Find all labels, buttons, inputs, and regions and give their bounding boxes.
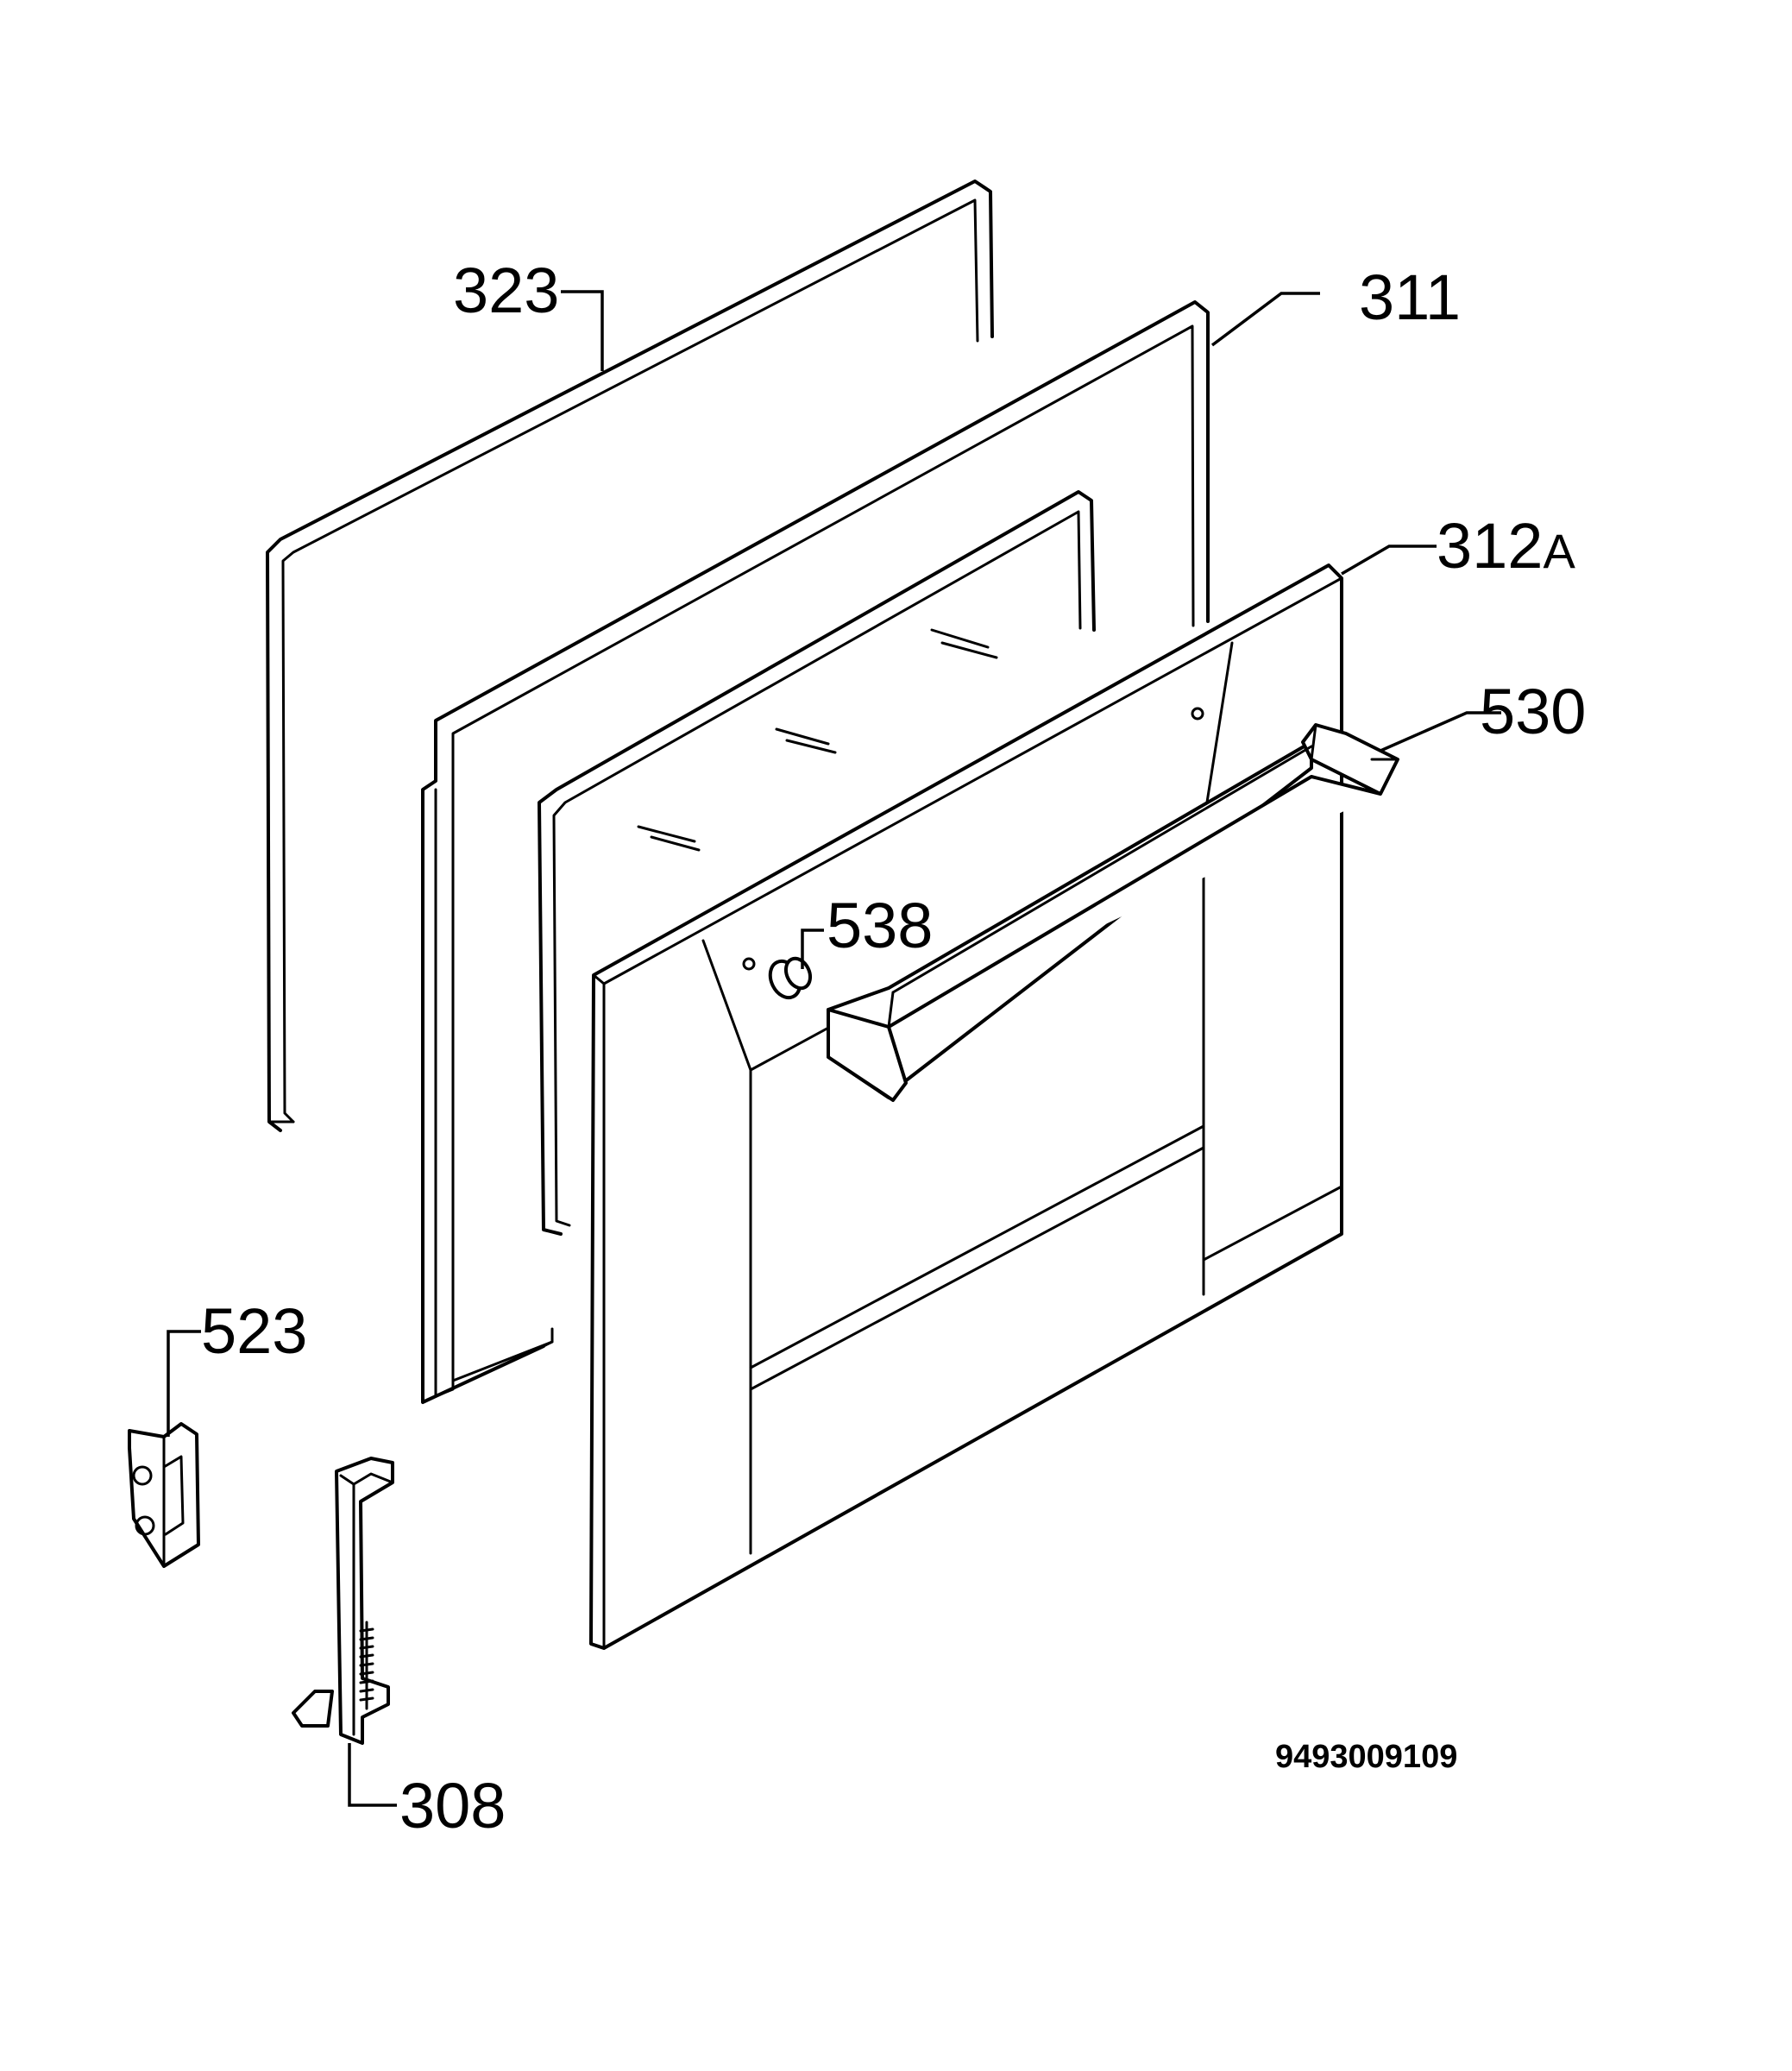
callout-308: 308 xyxy=(399,1770,506,1841)
leader-538 xyxy=(801,928,824,969)
screw-icon xyxy=(135,1515,155,1536)
mounting-hole xyxy=(1191,707,1204,721)
callout-312a: 312A xyxy=(1437,510,1575,582)
callout-523: 523 xyxy=(201,1295,307,1367)
mounting-hole xyxy=(742,957,756,971)
callout-538: 538 xyxy=(827,890,933,961)
part-523-hinge-bracket xyxy=(128,1422,200,1568)
leader-308 xyxy=(348,1743,397,1807)
part-538-bushing xyxy=(768,956,813,1000)
callout-530: 530 xyxy=(1480,676,1586,747)
leader-lines xyxy=(167,290,1501,1807)
callout-labels: 323 311 312A 530 538 523 308 xyxy=(201,255,1586,1841)
part-530-handle xyxy=(827,723,1399,1102)
screw-icon xyxy=(132,1465,153,1486)
part-308-hinge xyxy=(292,1457,394,1745)
leader-523 xyxy=(167,1330,201,1437)
leader-530 xyxy=(1380,711,1501,752)
leader-311 xyxy=(1210,292,1320,347)
leader-323 xyxy=(561,290,604,371)
callout-311: 311 xyxy=(1359,261,1461,333)
callout-323: 323 xyxy=(453,255,559,326)
leader-312a xyxy=(1341,545,1437,576)
callout-312a-suffix: A xyxy=(1543,524,1575,578)
glass-reflection-marks xyxy=(637,628,998,852)
drawing-number: 9493009109 xyxy=(1275,1739,1457,1775)
hinge-spring xyxy=(359,1621,374,1710)
